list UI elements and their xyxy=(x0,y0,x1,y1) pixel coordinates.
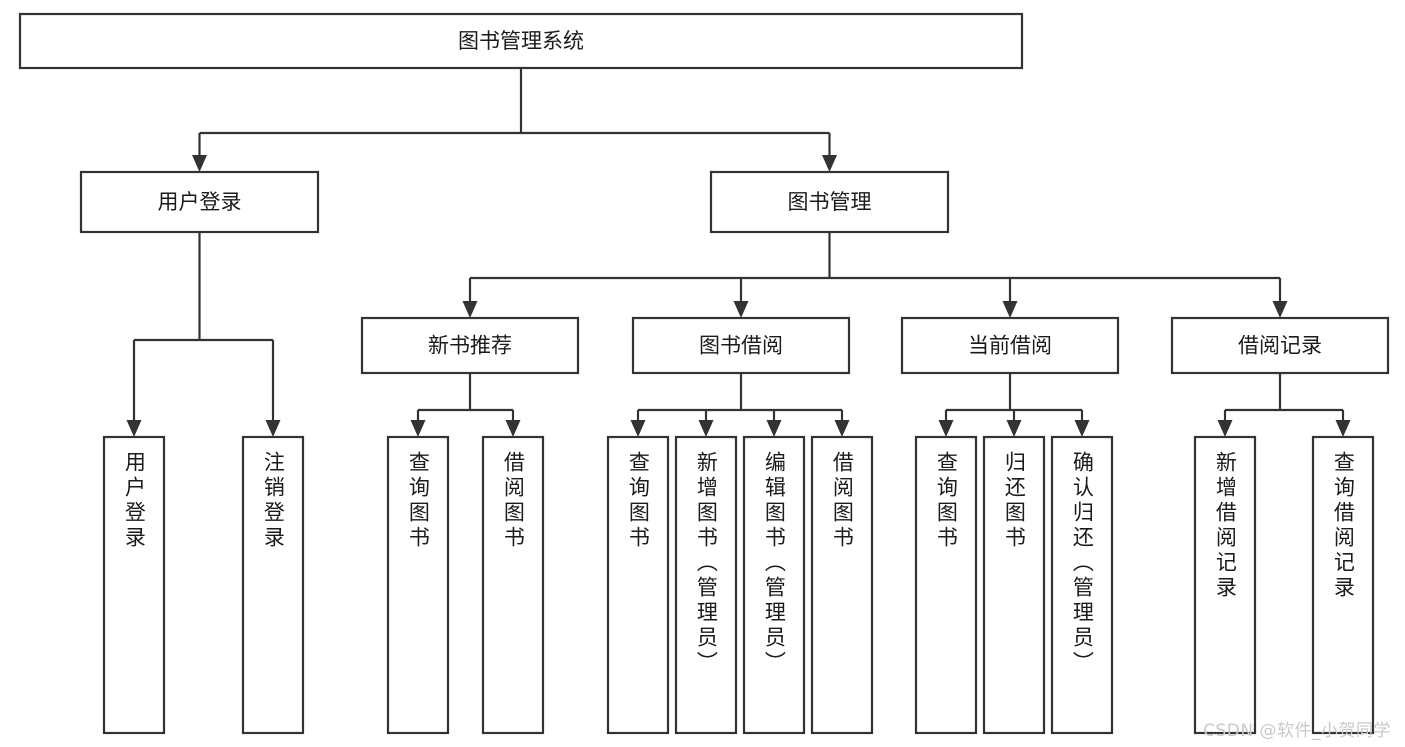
leaf-add-borrow-record-arrow-icon xyxy=(1217,420,1233,437)
node-box-edit-book-admin xyxy=(742,435,806,735)
node-box-borrow-book-2 xyxy=(810,435,874,735)
node-box-root xyxy=(18,12,1024,70)
leaf-query-book-3-arrow-icon xyxy=(938,420,954,437)
node-label-user-login: 用户登录 xyxy=(158,190,242,214)
level3-new-book-recommend-arrow-icon xyxy=(462,301,478,318)
node-label-book-borrow: 图书借阅 xyxy=(699,334,783,358)
level2-book-management-arrow-icon xyxy=(822,155,837,172)
level3-borrow-records-arrow-icon xyxy=(1272,301,1288,318)
node-label-current-borrow: 当前借阅 xyxy=(968,334,1052,358)
watermark-text: CSDN @软件_小贺同学 xyxy=(1203,721,1391,741)
leaf-user-logout-arrow-icon xyxy=(265,420,281,437)
node-box-query-book-2 xyxy=(606,435,670,735)
leaf-confirm-return-admin-arrow-icon xyxy=(1074,420,1090,437)
node-box-query-book-3 xyxy=(914,435,978,735)
node-box-add-borrow-record xyxy=(1193,435,1257,735)
node-box-user-login-do xyxy=(102,435,166,735)
node-box-borrow-records xyxy=(1170,316,1390,375)
leaf-query-book-2-arrow-icon xyxy=(630,420,646,437)
leaf-add-book-admin-arrow-icon xyxy=(698,420,714,437)
node-box-user-logout xyxy=(241,435,305,735)
leaf-query-book-1-arrow-icon xyxy=(410,420,426,437)
level2-user-login-arrow-icon xyxy=(192,155,207,172)
connector-lines xyxy=(126,68,1351,437)
node-label-borrow-records: 借阅记录 xyxy=(1238,334,1322,358)
node-box-current-borrow xyxy=(900,316,1120,375)
leaf-edit-book-admin-arrow-icon xyxy=(766,420,782,437)
node-box-return-book xyxy=(982,435,1046,735)
node-label-new-book-recommend: 新书推荐 xyxy=(428,334,512,358)
node-box-confirm-return-admin xyxy=(1050,435,1114,735)
node-box-user-login xyxy=(79,170,320,234)
node-box-query-book-1 xyxy=(386,435,450,735)
node-box-add-book-admin xyxy=(674,435,738,735)
leaf-borrow-book-1-arrow-icon xyxy=(505,420,521,437)
level3-current-borrow-arrow-icon xyxy=(1002,301,1018,318)
node-box-borrow-book-1 xyxy=(481,435,545,735)
leaf-query-borrow-record-arrow-icon xyxy=(1335,420,1351,437)
leaf-user-login-do-arrow-icon xyxy=(126,420,142,437)
node-box-new-book-recommend xyxy=(360,316,580,375)
node-box-book-borrow xyxy=(631,316,851,375)
leaf-borrow-book-2-arrow-icon xyxy=(834,420,850,437)
leaf-return-book-arrow-icon xyxy=(1006,420,1022,437)
node-label-root: 图书管理系统 xyxy=(458,29,584,53)
node-box-book-management xyxy=(709,170,950,234)
node-label-book-management: 图书管理 xyxy=(788,190,872,214)
level3-book-borrow-arrow-icon xyxy=(733,301,749,318)
node-box-query-borrow-record xyxy=(1311,435,1375,735)
node-boxes xyxy=(18,12,1390,735)
